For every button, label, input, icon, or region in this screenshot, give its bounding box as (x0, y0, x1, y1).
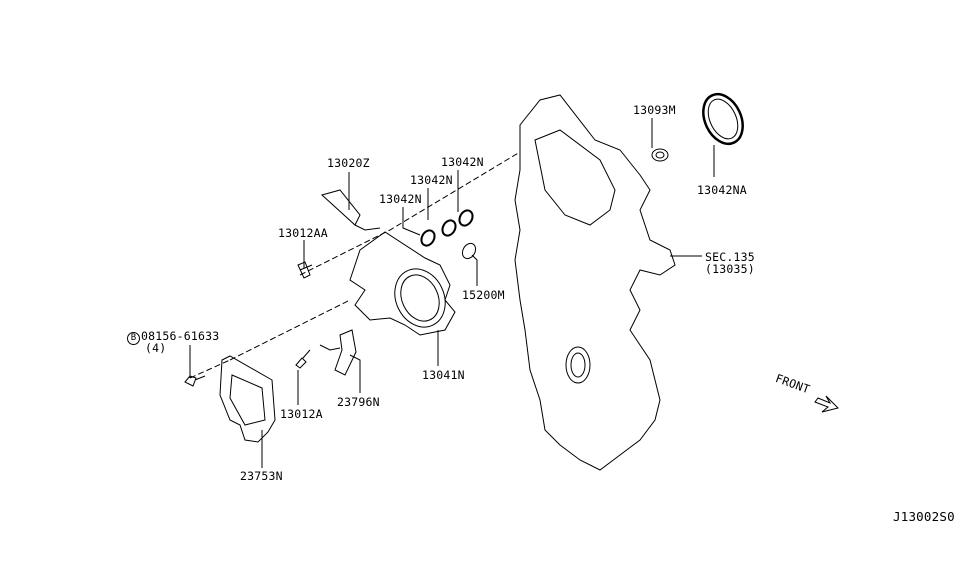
part-label-13093M[interactable]: 13093M (633, 103, 676, 117)
o-ring-13042N[interactable] (419, 228, 437, 248)
part-label-13042N[interactable]: 13042N (379, 192, 422, 206)
part-label-13012A[interactable]: 13012A (280, 407, 323, 421)
o-ring-13042N[interactable] (457, 208, 475, 228)
part-label-13012AA[interactable]: 13012AA (278, 226, 328, 240)
part-label-13041N[interactable]: 13041N (422, 368, 465, 382)
section-reference[interactable]: SEC.135 (705, 250, 755, 264)
plug-13093M[interactable] (651, 148, 669, 162)
leader-lines (189, 118, 715, 468)
diagram-code: J13002S0 (893, 509, 955, 524)
part-label-13042NA[interactable]: 13042NA (697, 183, 747, 197)
alignment-line (189, 151, 521, 379)
seal-15200M[interactable] (460, 241, 478, 261)
bolt-13012A[interactable] (295, 349, 311, 369)
timing-chain-case[interactable] (514, 94, 676, 471)
bolt-13012AA[interactable] (297, 261, 313, 279)
part-label-13020Z[interactable]: 13020Z (327, 156, 370, 170)
part-label-23753N[interactable]: 23753N (240, 469, 283, 483)
front-cover-13041N[interactable] (349, 231, 456, 336)
sealant-tube-13020Z[interactable] (320, 189, 381, 231)
part-label-13042N[interactable]: 13042N (410, 173, 453, 187)
bolt-08156-61633[interactable] (184, 375, 206, 387)
bolt-part-number: 08156-61633 (141, 329, 220, 343)
oil-seal-13042NA[interactable] (696, 88, 751, 150)
cover-23753N[interactable] (219, 355, 276, 443)
part-label-15200M[interactable]: 15200M (462, 288, 505, 302)
bolt-quantity: (4) (145, 341, 167, 355)
part-label-13042N[interactable]: 13042N (441, 155, 484, 169)
sensor-23796N[interactable] (319, 329, 357, 376)
front-arrow-icon (814, 395, 839, 413)
o-ring-13042N[interactable] (440, 218, 458, 238)
section-subreference: (13035) (705, 262, 755, 276)
b-circle-icon: B (127, 332, 140, 345)
part-label-23796N[interactable]: 23796N (337, 395, 380, 409)
